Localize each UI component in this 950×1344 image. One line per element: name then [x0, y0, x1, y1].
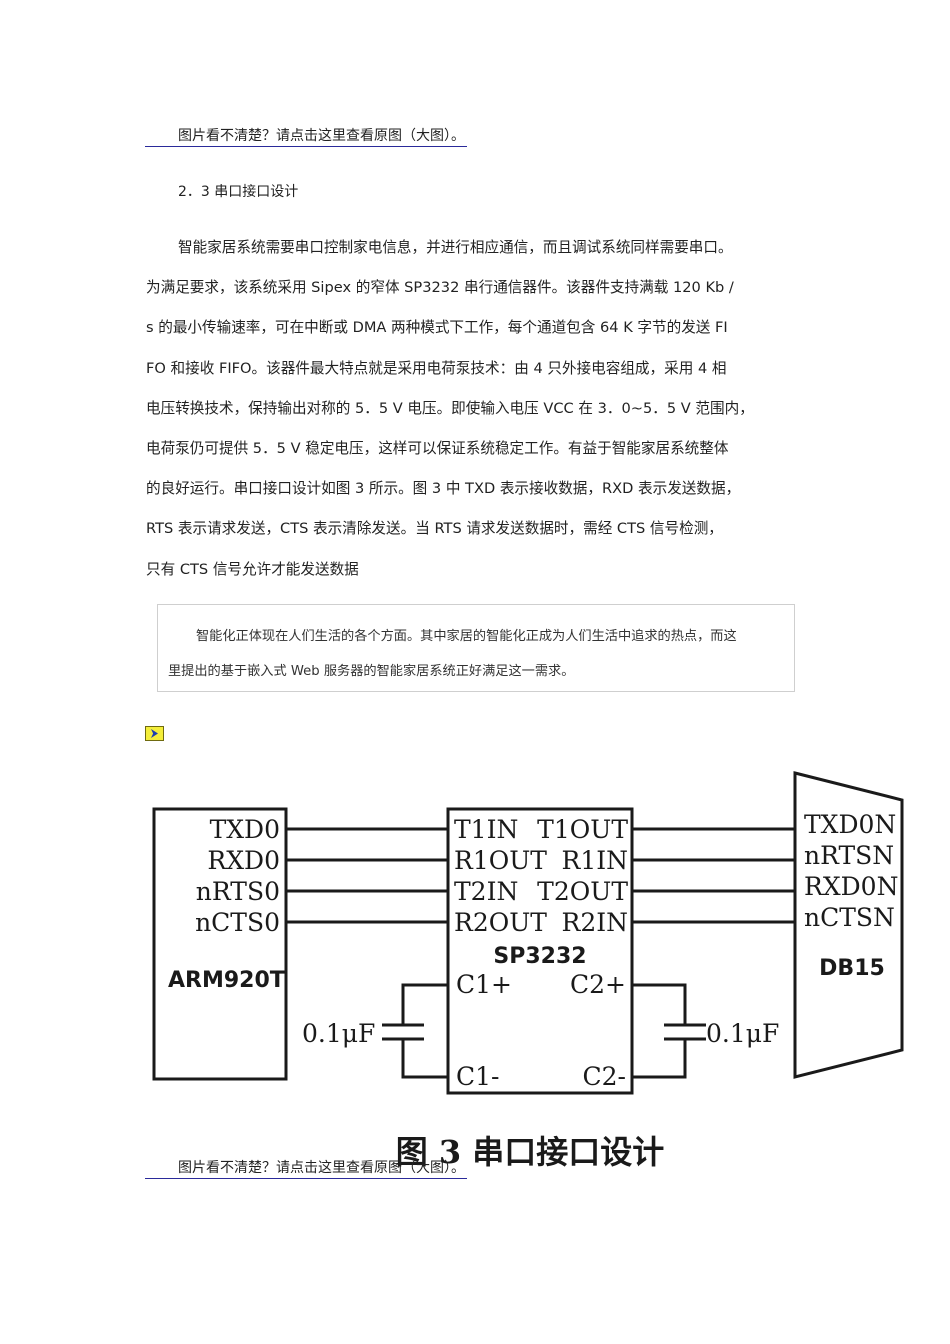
- note-line: 里提出的基于嵌入式 Web 服务器的智能家居系统正好满足这一需求。: [168, 664, 575, 679]
- sp3232-left-pin-label: R2OUT: [454, 908, 547, 937]
- db15-pin-label: RXD0N: [804, 872, 898, 901]
- sp3232-right-pin-label: R2IN: [562, 908, 628, 937]
- sp3232-left-pin-label: R1OUT: [454, 846, 547, 875]
- document-link-icon[interactable]: [145, 726, 164, 741]
- paragraph-line: 的良好运行。串口接口设计如图 3 所示。图 3 中 TXD 表示接收数据，RXD…: [146, 480, 741, 498]
- db15-connector-name: DB15: [819, 956, 885, 981]
- paragraph-line: 智能家居系统需要串口控制家电信息，并进行相应通信，而且调试系统同样需要串口。: [178, 239, 733, 256]
- sp3232-right-pin-label: R1IN: [562, 846, 628, 875]
- left-capacitor-value: 0.1μF: [302, 1019, 375, 1048]
- serial-interface-diagram: TXD0 RXD0 nRTS0 nCTS0 T1IN R1OUT T2IN R2…: [152, 771, 904, 1171]
- paragraph-line: s 的最小传输速率，可在中断或 DMA 两种模式下工作，每个通道包含 64 K …: [146, 319, 728, 337]
- sp3232-left-pin-label: T1IN: [454, 815, 518, 844]
- cap-pin-label: C2+: [570, 970, 626, 999]
- view-original-image-link-bottom[interactable]: 图片看不清楚？请点击这里查看原图（大图）。: [145, 1158, 467, 1179]
- db15-connector-shape: [793, 771, 904, 1079]
- cap-pin-label: C1-: [456, 1062, 499, 1091]
- body-paragraph: 智能家居系统需要串口控制家电信息，并进行相应通信，而且调试系统同样需要串口。 为…: [146, 228, 810, 590]
- paragraph-line: 只有 CTS 信号允许才能发送数据: [146, 560, 359, 578]
- db15-pin-label: TXD0N: [804, 810, 896, 839]
- section-heading: 2．3 串口接口设计: [178, 184, 299, 200]
- sp3232-left-pin-label: T2IN: [454, 877, 518, 906]
- paragraph-line: 电压转换技术，保持输出对称的 5．5 V 电压。即使输入电压 VCC 在 3．0…: [146, 399, 754, 417]
- db15-pin-label: nRTSN: [804, 841, 894, 870]
- arm-chip-box: [152, 807, 288, 1081]
- cap-pin-label: C2-: [583, 1062, 626, 1091]
- arm-pin-label: RXD0: [207, 846, 280, 875]
- db15-pin-label: nCTSN: [804, 903, 895, 932]
- cap-pin-label: C1+: [456, 970, 512, 999]
- arm-chip-name: ARM920T: [168, 968, 285, 993]
- view-original-image-link-top[interactable]: 图片看不清楚？请点击这里查看原图（大图）。: [145, 126, 467, 147]
- right-capacitor-value: 0.1μF: [706, 1019, 779, 1048]
- paragraph-line: 为满足要求，该系统采用 Sipex 的窄体 SP3232 串行通信器件。该器件支…: [146, 279, 734, 297]
- note-box: 智能化正体现在人们生活的各个方面。其中家居的智能化正成为人们生活中追求的热点，而…: [157, 604, 795, 692]
- sp3232-chip-box: [446, 807, 634, 1095]
- sp3232-chip-name: SP3232: [493, 944, 586, 969]
- paragraph-line: RTS 表示请求发送，CTS 表示清除发送。当 RTS 请求发送数据时，需经 C…: [146, 520, 723, 538]
- sp3232-right-pin-label: T2OUT: [537, 877, 628, 906]
- arm-pin-label: TXD0: [210, 815, 280, 844]
- paragraph-line: 电荷泵仍可提供 5．5 V 稳定电压，这样可以保证系统稳定工作。有益于智能家居系…: [146, 439, 729, 457]
- note-line: 智能化正体现在人们生活的各个方面。其中家居的智能化正成为人们生活中追求的热点，而…: [196, 629, 737, 644]
- arm-pin-label: nRTS0: [196, 877, 280, 906]
- arm-pin-label: nCTS0: [195, 908, 280, 937]
- sp3232-right-pin-label: T1OUT: [537, 815, 628, 844]
- figure-caption: 图 3 串口接口设计: [396, 1133, 665, 1171]
- paragraph-line: FO 和接收 FIFO。该器件最大特点就是采用电荷泵技术：由 4 只外接电容组成…: [146, 359, 727, 377]
